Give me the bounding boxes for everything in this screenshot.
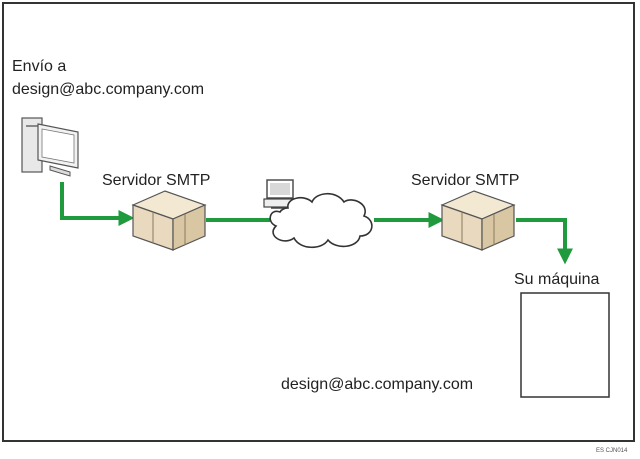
figure-code: ES CJN014	[596, 448, 628, 454]
network-computer-icon	[263, 179, 297, 209]
server-box-icon-2	[440, 190, 516, 251]
server-box-icon-1	[131, 190, 207, 251]
arrow-sender-to-server1	[60, 182, 135, 226]
machine-box	[520, 292, 610, 398]
sender-address: design@abc.company.com	[12, 81, 205, 98]
server1-label: Servidor SMTP	[102, 172, 211, 189]
machine-label: Su máquina	[514, 271, 600, 288]
internet-cloud-icon	[269, 192, 373, 249]
server2-label: Servidor SMTP	[411, 172, 520, 189]
arrow-server2-to-machine	[516, 218, 573, 265]
machine-address: design@abc.company.com	[281, 376, 474, 393]
computer-icon	[21, 117, 79, 177]
sender-label: Envío a	[12, 58, 67, 75]
